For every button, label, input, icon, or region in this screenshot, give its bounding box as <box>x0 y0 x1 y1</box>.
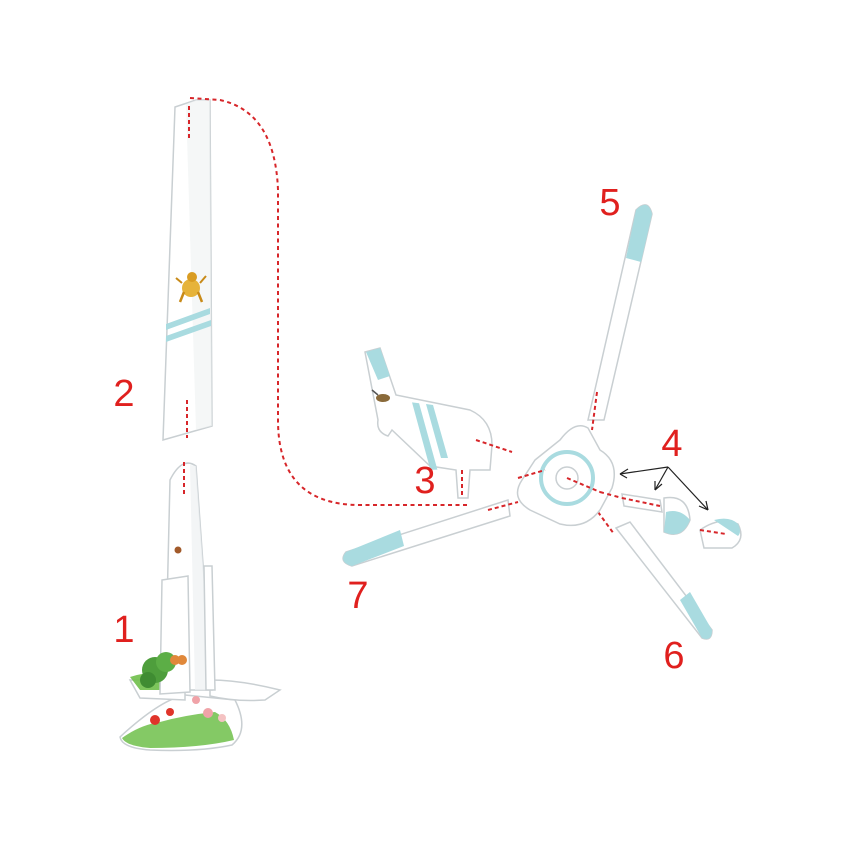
hub-nose-guide <box>599 491 623 499</box>
label-part-4: 4 <box>661 423 682 465</box>
part-7-blade <box>342 499 519 567</box>
label-part-1: 1 <box>113 609 134 651</box>
part-2-upper-tower <box>162 99 213 442</box>
part-4-nose-cone <box>621 493 742 549</box>
hub <box>516 425 615 527</box>
label-part-3: 3 <box>414 460 435 502</box>
assembly-guide-line <box>189 97 470 506</box>
part-3-nacelle <box>364 347 513 499</box>
butterfly-icon <box>170 655 187 665</box>
part-1-base-tower <box>119 462 282 752</box>
rotor-assembly <box>342 204 713 640</box>
label-part-6: 6 <box>663 635 684 677</box>
part-6-blade <box>597 511 713 640</box>
part-4-arrows <box>619 466 709 511</box>
door-icon <box>174 546 182 554</box>
bird-icon <box>371 389 390 402</box>
character-sticker-icon <box>175 272 207 303</box>
label-part-7: 7 <box>347 575 368 617</box>
label-part-2: 2 <box>113 373 134 415</box>
part-5-blade <box>587 204 653 431</box>
label-part-5: 5 <box>599 182 620 224</box>
flower-icon <box>150 696 226 725</box>
